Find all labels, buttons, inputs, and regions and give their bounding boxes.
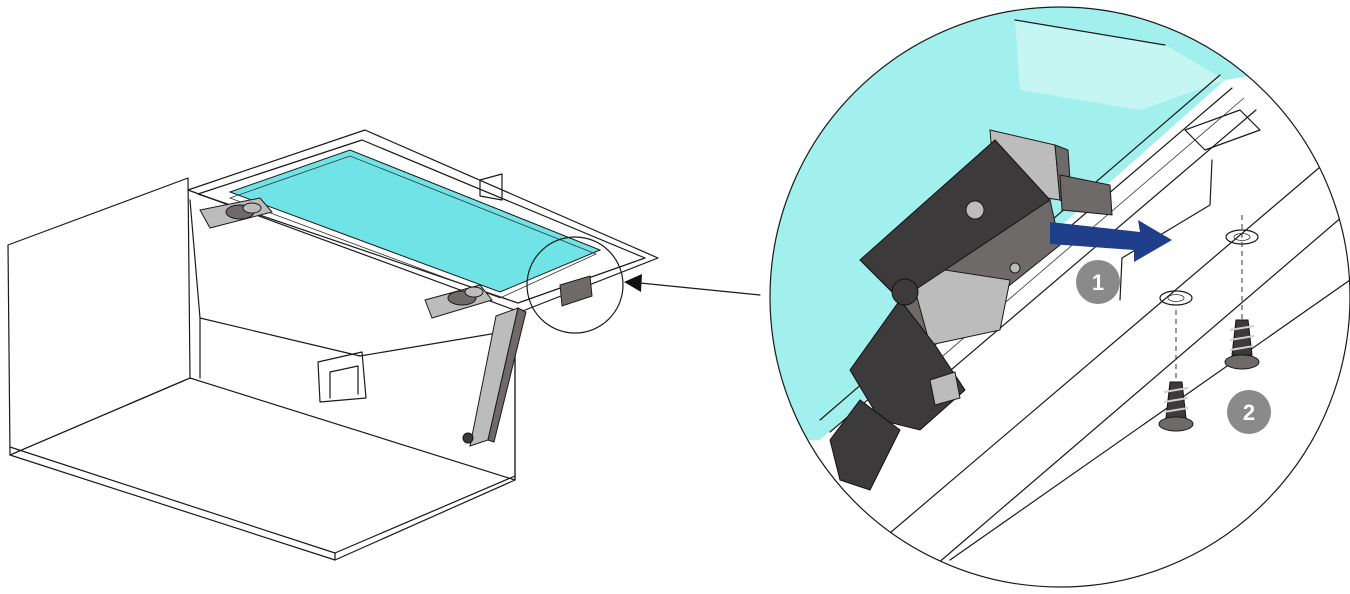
step-badge-1: 1 (1076, 260, 1120, 304)
svg-text:2: 2 (1243, 400, 1255, 425)
pointer-arrow (624, 274, 761, 296)
screw-hole (1159, 290, 1193, 306)
detail-view (770, 7, 1350, 587)
detail-circle-outline (769, 6, 1350, 588)
hinge-left (199, 197, 273, 229)
direction-arrow (1050, 220, 1172, 262)
cabinet-drawing (7, 129, 659, 561)
screw-icon (1224, 319, 1260, 370)
clip-bracket (829, 129, 1113, 491)
svg-text:1: 1 (1092, 270, 1104, 295)
detail-callout-circle (526, 236, 624, 334)
screw-icon (1158, 381, 1194, 432)
hinge-middle (424, 284, 493, 319)
step-badge-2: 2 (1227, 390, 1271, 434)
lid-stay (462, 275, 593, 447)
